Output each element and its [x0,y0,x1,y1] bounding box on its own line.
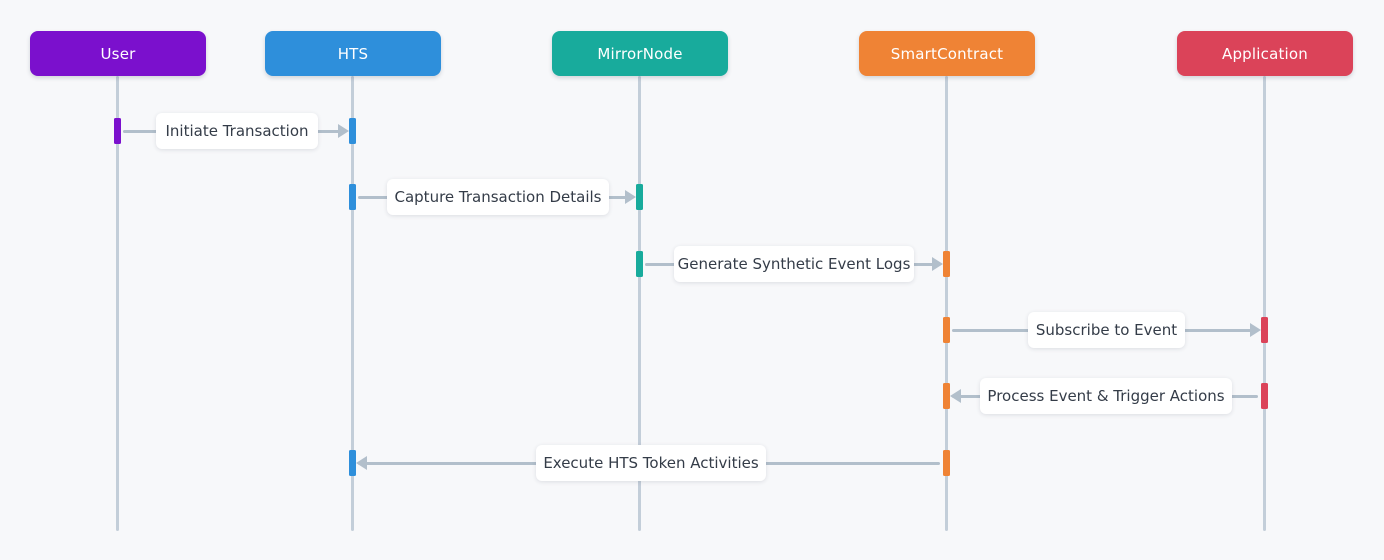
activation-bar-hts-6 [349,450,356,476]
activation-bar-hts-2 [349,184,356,210]
participant-application[interactable]: Application [1177,31,1353,76]
participant-hts[interactable]: HTS [265,31,441,76]
arrowhead-5-left [950,389,961,403]
activation-bar-user-1 [114,118,121,144]
participant-mirrornode[interactable]: MirrorNode [552,31,728,76]
activation-bar-smartcontract-3 [943,251,950,277]
activation-bar-smartcontract-6 [943,450,950,476]
lifeline-application [1263,76,1266,531]
activation-bar-mirrornode-2 [636,184,643,210]
lifeline-smartcontract [945,76,948,531]
arrowhead-2-right [625,190,636,204]
activation-bar-smartcontract-5 [943,383,950,409]
lifeline-user [116,76,119,531]
activation-bar-mirrornode-3 [636,251,643,277]
lifeline-hts [351,76,354,531]
participant-smartcontract[interactable]: SmartContract [859,31,1035,76]
arrowhead-4-right [1250,323,1261,337]
participant-user[interactable]: User [30,31,206,76]
message-label-2: Capture Transaction Details [387,179,609,215]
activation-bar-smartcontract-4 [943,317,950,343]
message-label-1: Initiate Transaction [156,113,318,149]
activation-bar-application-5 [1261,383,1268,409]
lifeline-mirrornode [638,76,641,531]
message-label-5: Process Event & Trigger Actions [980,378,1232,414]
arrowhead-1-right [338,124,349,138]
message-label-4: Subscribe to Event [1028,312,1185,348]
arrowhead-3-right [932,257,943,271]
message-label-3: Generate Synthetic Event Logs [674,246,914,282]
activation-bar-application-4 [1261,317,1268,343]
message-label-6: Execute HTS Token Activities [536,445,766,481]
activation-bar-hts-1 [349,118,356,144]
arrowhead-6-left [356,456,367,470]
